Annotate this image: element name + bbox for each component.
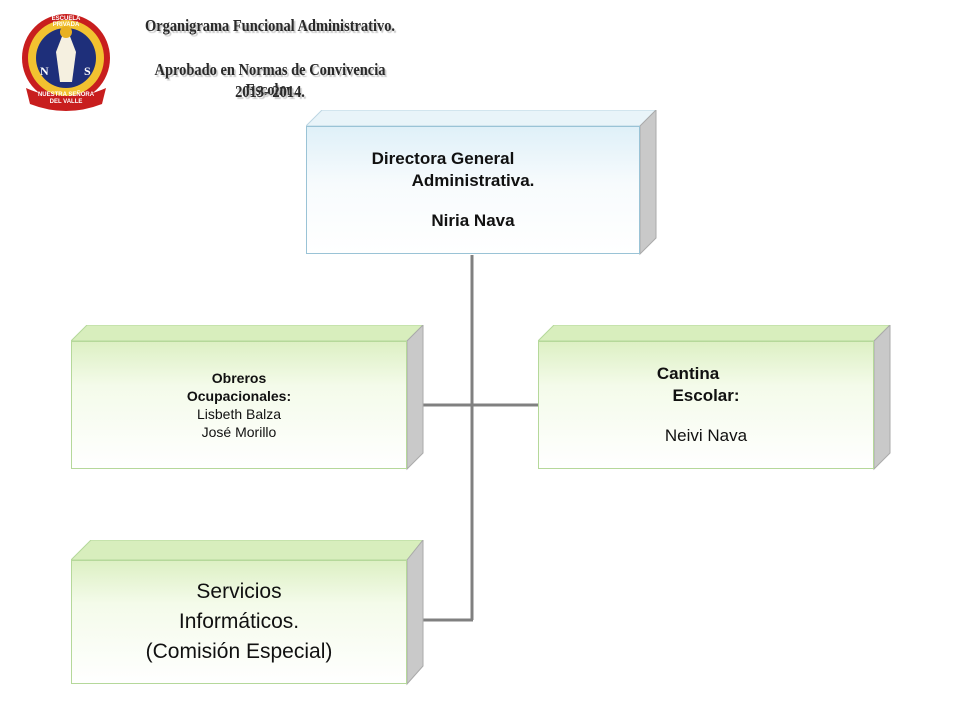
director-role-line1: Directora General	[371, 149, 515, 168]
obreros-role-line2: Ocupacionales:	[186, 388, 292, 404]
cantina-name: Neivi Nava	[664, 426, 748, 445]
page-subtitle-line1: Aprobado en Normas de Convivencia Escola…	[154, 60, 386, 99]
logo-banner: NUESTRA SEÑORA DEL VALLE	[30, 92, 102, 106]
cantina-role-line2: Escolar:	[672, 386, 740, 405]
obreros-face: Obreros Ocupacionales: Lisbeth Balza Jos…	[71, 341, 407, 469]
obreros-name1: Lisbeth Balza	[196, 406, 282, 422]
box-3d-shade	[71, 540, 424, 686]
logo-letter-right: S	[84, 64, 91, 78]
director-name: Niria Nava	[431, 211, 515, 230]
page-subtitle-line2: 2013- 2014.	[235, 82, 305, 101]
servicios-line1: Servicios	[196, 580, 282, 603]
logo-text-top: ESCUELA PRIVADA	[51, 16, 81, 28]
cantina-face: Cantina Escolar: Neivi Nava	[538, 341, 874, 469]
page-title: Organigrama Funcional Administrativo.	[144, 16, 396, 35]
logo-banner-line1: NUESTRA SEÑORA	[37, 92, 95, 98]
obreros-role-line1: Obreros	[211, 370, 267, 386]
servicios-face: Servicios Informáticos. (Comisión Especi…	[71, 560, 407, 684]
cantina-role-line1: Cantina	[656, 364, 720, 383]
servicios-line2: Informáticos.	[178, 610, 300, 633]
director-role-line2: Administrativa.	[411, 171, 535, 190]
director-face: Directora General Administrativa. Niria …	[306, 126, 640, 254]
logo-banner-line2: DEL VALLE	[49, 99, 83, 105]
school-seal-icon: ESCUELA PRIVADA N S NUESTRA SEÑORA DEL V…	[18, 12, 114, 116]
obreros-name2: José Morillo	[201, 424, 277, 440]
servicios-line3: (Comisión Especial)	[145, 640, 333, 663]
logo-letter-left: N	[40, 64, 49, 78]
box-3d-shade	[71, 325, 424, 471]
